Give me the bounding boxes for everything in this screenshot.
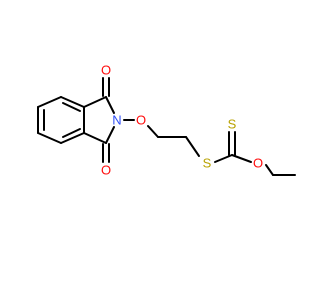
bond [265, 164, 274, 176]
bond [60, 132, 85, 144]
imide-ring [83, 77, 115, 163]
oxygen-atom-ester: O [253, 156, 263, 171]
bond [37, 96, 62, 108]
atom-labels: O N O O S S O [101, 63, 263, 178]
bond [83, 132, 107, 144]
sulfur-atom-thioether: S [203, 156, 212, 171]
bond [231, 154, 252, 163]
bond [62, 128, 81, 138]
nitrogen-atom: N [112, 113, 121, 128]
bond [83, 96, 107, 108]
oxygen-atom-bottom: O [101, 163, 111, 178]
bond [214, 154, 233, 163]
bond [185, 136, 200, 157]
bond [62, 102, 81, 112]
oxygen-atom-top: O [101, 63, 111, 78]
linker-chain [123, 119, 200, 157]
bond [147, 125, 159, 138]
bond [105, 126, 115, 144]
bond [105, 96, 115, 114]
xanthate-group [214, 131, 296, 176]
sulfur-atom-thione: S [228, 117, 237, 132]
bond [60, 96, 85, 108]
oxygen-atom-ether: O [136, 113, 146, 128]
molecule-structure-rendered: O N O O S S O [37, 63, 296, 178]
benzene-ring [37, 96, 85, 144]
bond [37, 132, 62, 144]
